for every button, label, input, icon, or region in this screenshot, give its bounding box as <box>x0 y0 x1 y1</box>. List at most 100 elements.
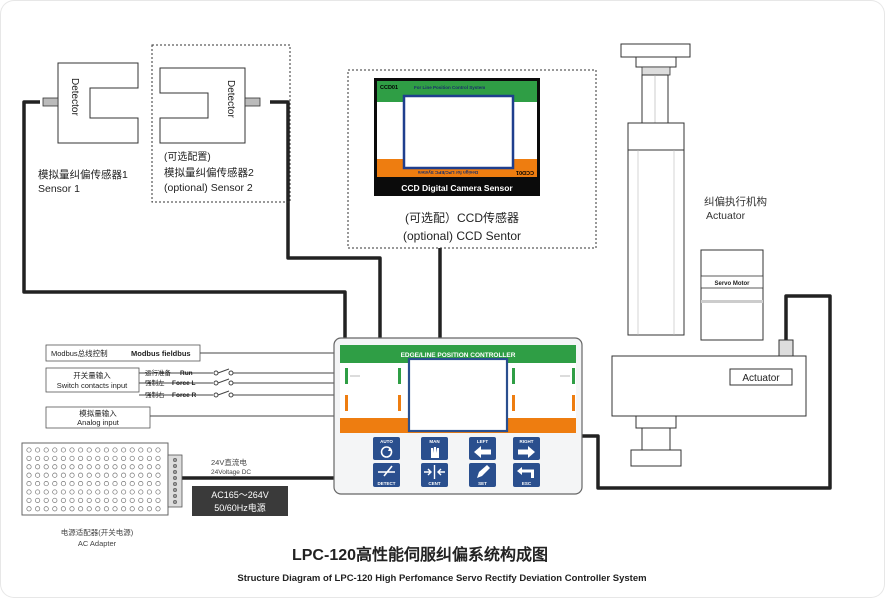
sensor-2-label-cn: 模拟量纠偏传感器2 <box>164 166 254 179</box>
ccd-header-text: For Line Position Control System <box>414 85 485 90</box>
vent-hole <box>60 489 66 495</box>
vent-hole <box>43 497 49 503</box>
vent-hole <box>86 497 92 503</box>
vent-hole <box>26 497 32 503</box>
switch-run-cn: 运行准备 <box>145 368 172 377</box>
vent-hole <box>95 447 101 453</box>
analog-input-label-en: Analog input <box>77 418 120 427</box>
vent-hole <box>86 447 92 453</box>
dc-label: 24V直流电 24Voltage DC <box>211 457 251 476</box>
vent-hole <box>95 497 101 503</box>
adapter-label-en: AC Adapter <box>78 539 117 548</box>
ccd-footer-text-mirrored: Design for LPC/EPC System <box>418 170 478 175</box>
vent-hole <box>78 497 84 503</box>
power-adapter: 电源适配器(开关电源) AC Adapter <box>21 442 183 548</box>
vent-hole <box>103 489 109 495</box>
vent-hole <box>60 464 66 470</box>
vent-hole <box>138 472 144 478</box>
vent-hole <box>112 506 118 512</box>
button-esc[interactable]: ESC <box>513 463 540 487</box>
button-auto[interactable]: AUTO <box>373 437 400 460</box>
switch-run-en: Run <box>180 370 193 377</box>
sensor-2-optional-label: (可选配置) <box>164 150 211 163</box>
actuator-plate <box>729 368 793 386</box>
vent-hole <box>138 464 144 470</box>
arrow-right-icon <box>518 446 535 458</box>
terminal-screw <box>172 487 178 493</box>
button-set[interactable]: SET <box>469 463 496 487</box>
vent-hole <box>155 464 161 470</box>
vent-hole <box>69 472 75 478</box>
vent-hole <box>95 481 101 487</box>
adapter-terminals <box>172 457 178 505</box>
vent-hole <box>103 506 109 512</box>
pencil-icon <box>477 465 490 478</box>
actuator-connector <box>778 339 794 357</box>
vent-hole <box>78 455 84 461</box>
vent-hole <box>112 472 118 478</box>
vent-hole <box>60 481 66 487</box>
vent-hole <box>69 447 75 453</box>
vent-hole <box>103 464 109 470</box>
vent-hole <box>138 447 144 453</box>
vent-hole <box>121 455 127 461</box>
ccd-caption: CCD Digital Camera Sensor <box>401 183 513 193</box>
button-auto-label: AUTO <box>380 439 393 444</box>
controller-title: EDGE/LINE POSITION CONTROLLER <box>401 352 516 359</box>
vent-hole <box>103 472 109 478</box>
button-cent[interactable]: CENT <box>421 463 448 487</box>
vent-hole <box>129 497 135 503</box>
vent-hole <box>86 472 92 478</box>
ccd-label-cn: (可选配）CCD传感器 <box>405 210 519 225</box>
vent-hole <box>95 489 101 495</box>
ccd-lens-window <box>402 94 515 170</box>
vent-hole <box>35 472 41 478</box>
signal-wires <box>139 352 334 417</box>
vent-hole <box>146 506 152 512</box>
vent-hole <box>86 455 92 461</box>
vent-hole <box>69 481 75 487</box>
servo-motor <box>700 249 764 341</box>
vent-hole <box>121 464 127 470</box>
vent-hole <box>35 497 41 503</box>
vent-hole <box>35 455 41 461</box>
vent-hole <box>129 489 135 495</box>
button-man[interactable]: MAN <box>421 437 448 460</box>
button-detect[interactable]: DETECT <box>373 463 400 487</box>
vent-hole <box>78 506 84 512</box>
vent-hole <box>60 455 66 461</box>
vent-hole <box>26 472 32 478</box>
vent-hole <box>112 447 118 453</box>
button-left[interactable]: LEFT <box>469 437 496 460</box>
switch-force-r-cn: 强制右 <box>145 390 165 399</box>
vent-hole <box>35 464 41 470</box>
center-icon <box>424 465 445 479</box>
sensor-1: Detector 模拟量纠偏传感器1 Sensor 1 <box>38 62 139 195</box>
switch-items: 运行准备 Run 强制左 Force L 强制右 Force R <box>145 368 197 399</box>
vent-hole <box>95 472 101 478</box>
vent-hole <box>35 506 41 512</box>
vent-hole <box>112 497 118 503</box>
vent-hole <box>26 464 32 470</box>
adapter-vent-holes <box>26 447 161 512</box>
vent-hole <box>138 455 144 461</box>
vent-hole <box>86 489 92 495</box>
button-left-label: LEFT <box>477 439 488 444</box>
terminal-screw <box>172 457 178 463</box>
vent-hole <box>43 481 49 487</box>
vent-hole <box>146 489 152 495</box>
vent-hole <box>155 481 161 487</box>
subtitle: Structure Diagram of LPC-120 High Perfom… <box>237 573 646 584</box>
dc-label-cn: 24V直流电 <box>211 457 247 467</box>
main-title: LPC-120高性能伺服纠偏系统构成图 <box>292 545 548 564</box>
button-right[interactable]: RIGHT <box>513 437 540 460</box>
vent-hole <box>121 506 127 512</box>
vent-hole <box>26 455 32 461</box>
button-right-label: RIGHT <box>520 439 534 444</box>
controller-green-band <box>340 345 576 363</box>
vent-hole <box>26 506 32 512</box>
vent-hole <box>112 464 118 470</box>
vent-hole <box>129 464 135 470</box>
vent-hole <box>138 481 144 487</box>
vent-hole <box>69 489 75 495</box>
